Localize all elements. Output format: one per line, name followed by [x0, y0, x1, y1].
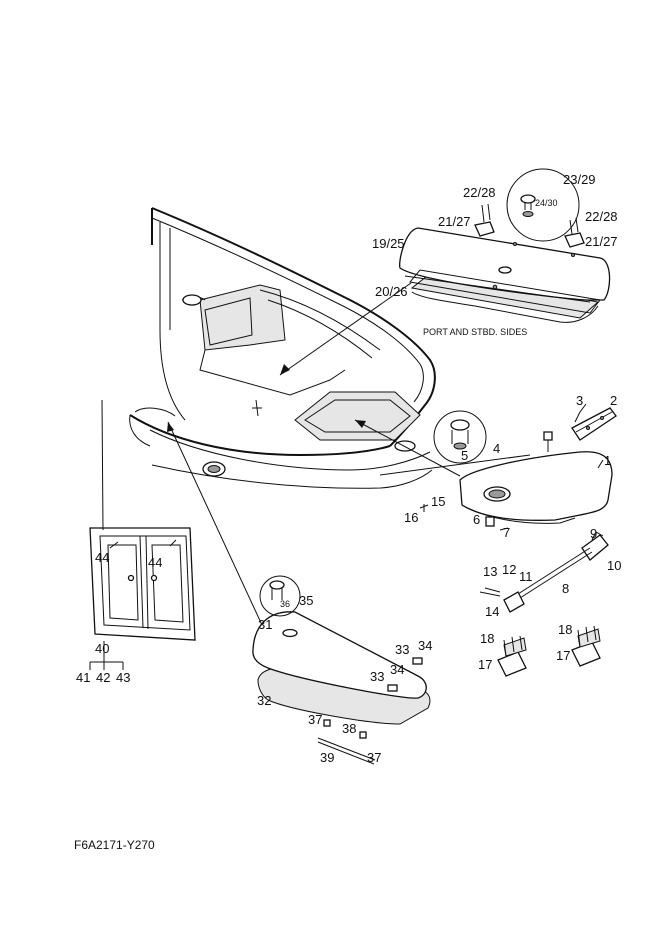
- callout-34-top: 34: [418, 638, 432, 653]
- callout-35: 35: [299, 593, 313, 608]
- hull-deck-body: [129, 207, 436, 489]
- callout-14: 14: [485, 604, 499, 619]
- callout-38: 38: [342, 721, 356, 736]
- callout-22-28-right: 22/28: [585, 209, 618, 224]
- hinge-assembly-left: [497, 635, 527, 677]
- door-panel-assembly: [89, 527, 196, 641]
- callout-13: 13: [483, 564, 497, 579]
- callout-31: 31: [258, 617, 272, 632]
- callout-18-left: 18: [480, 631, 494, 646]
- callout-21-27-right: 21/27: [585, 234, 618, 249]
- callout-3: 3: [576, 393, 583, 408]
- callout-34-bottom: 34: [390, 662, 404, 677]
- callout-20-26: 20/26: [375, 284, 408, 299]
- callout-8: 8: [562, 581, 569, 596]
- front-lid-assembly: [419, 410, 613, 531]
- callout-16: 16: [404, 510, 418, 525]
- figure-code: F6A2171-Y270: [74, 838, 155, 852]
- callout-42: 42: [96, 670, 110, 685]
- callout-7: 7: [503, 525, 510, 540]
- callout-41: 41: [76, 670, 90, 685]
- callout-44-left: 44: [95, 550, 109, 565]
- callout-36: 36: [280, 599, 290, 609]
- callout-40: 40: [95, 641, 109, 656]
- callout-37-top: 37: [308, 712, 322, 727]
- callout-4: 4: [493, 441, 500, 456]
- callout-15: 15: [431, 494, 445, 509]
- callout-17-right: 17: [556, 648, 570, 663]
- callout-24-30: 24/30: [535, 198, 558, 208]
- callout-10: 10: [607, 558, 621, 573]
- gas-stay-assembly: [479, 534, 609, 613]
- hinge-bracket: [571, 407, 617, 441]
- side-lid-assembly: [399, 168, 611, 323]
- callout-32: 32: [257, 693, 271, 708]
- callout-17-left: 17: [478, 657, 492, 672]
- callout-19-25: 19/25: [372, 236, 405, 251]
- callout-23-29: 23/29: [563, 172, 596, 187]
- callout-5: 5: [461, 448, 468, 463]
- callout-6: 6: [473, 512, 480, 527]
- callout-44-right: 44: [148, 555, 162, 570]
- callout-39: 39: [320, 750, 334, 765]
- callout-33-bottom: 33: [370, 669, 384, 684]
- callout-33-top: 33: [395, 642, 409, 657]
- callout-43: 43: [116, 670, 130, 685]
- hinge-assembly-right: [571, 625, 601, 667]
- port-stbd-note: PORT AND STBD. SIDES: [423, 327, 527, 337]
- callout-1: 1: [604, 453, 611, 468]
- callout-labels: 23/29 22/28 24/30 22/28 21/27 21/27 19/2…: [74, 172, 621, 852]
- callout-2: 2: [610, 393, 617, 408]
- arrow-heads: [167, 364, 366, 432]
- callout-22-28-left: 22/28: [463, 185, 496, 200]
- callout-18-right: 18: [558, 622, 572, 637]
- callout-37-bottom: 37: [367, 750, 381, 765]
- leader-lines: [89, 282, 604, 670]
- callout-11: 11: [519, 569, 533, 584]
- callout-21-27-left: 21/27: [438, 214, 471, 229]
- callout-12: 12: [502, 562, 516, 577]
- rear-lid-assembly: [252, 575, 431, 765]
- callout-9: 9: [590, 526, 597, 541]
